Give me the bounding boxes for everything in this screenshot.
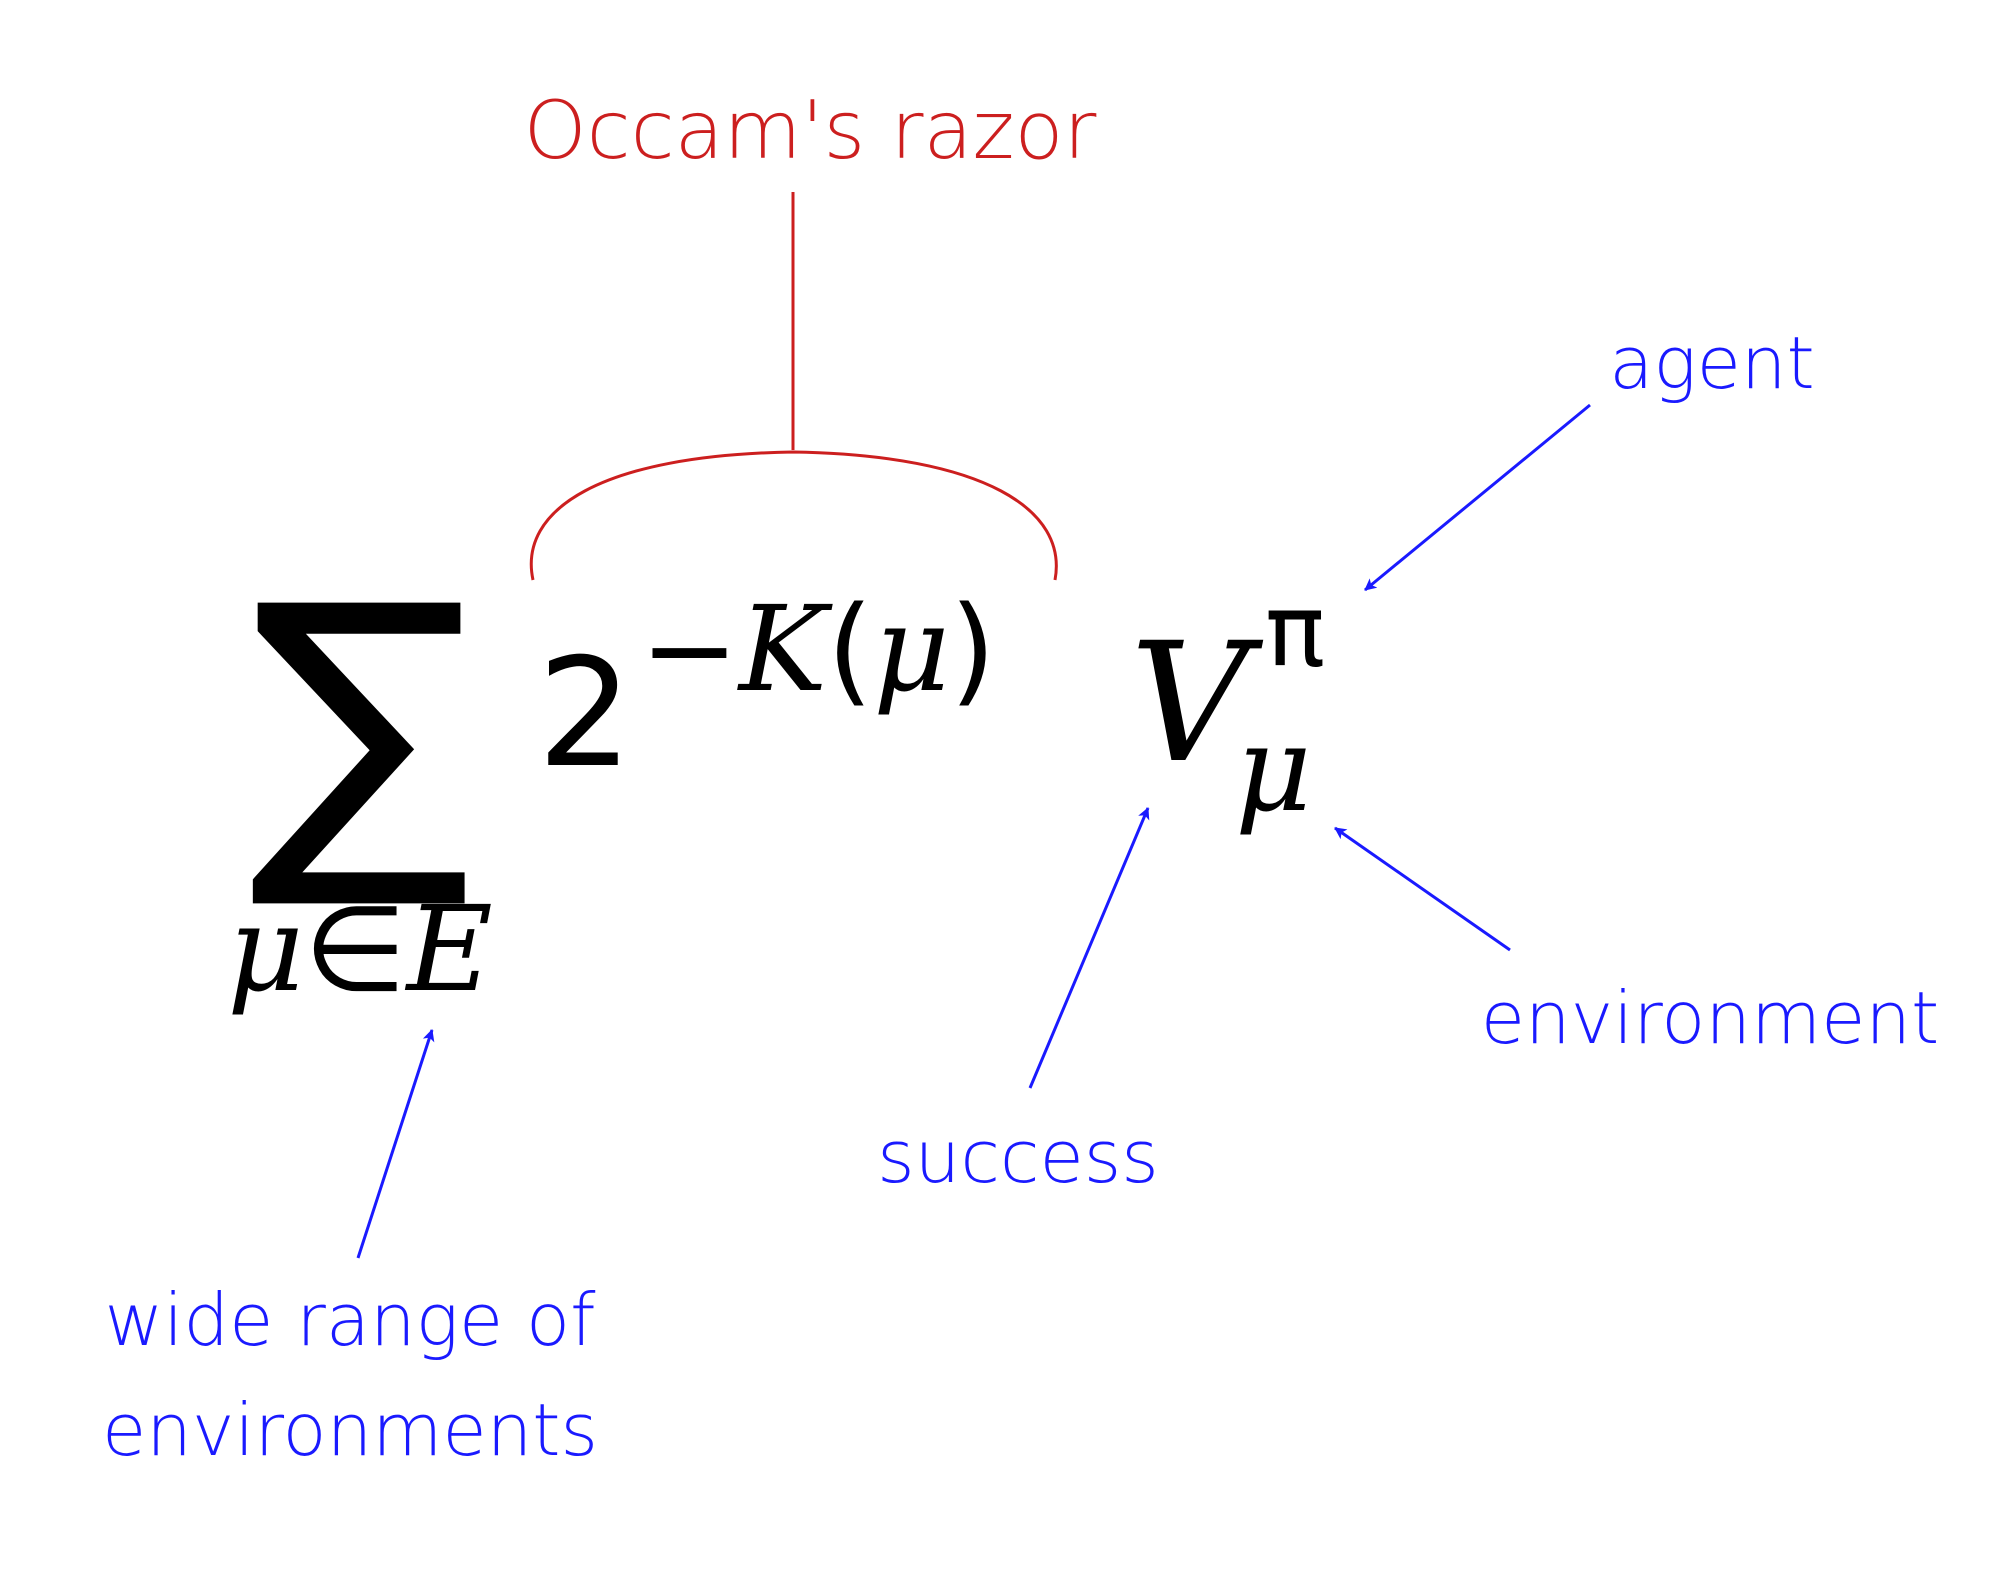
exponent-lparen: (	[827, 580, 873, 718]
summation-symbol: ∑	[249, 534, 471, 918]
exponent: −K(μ)	[640, 580, 996, 718]
value-v: V	[1130, 607, 1264, 799]
agent-arrow	[1364, 403, 1591, 592]
wide-range-label-line1: wide range of	[105, 1278, 597, 1362]
index-set-e: E	[405, 880, 493, 1018]
value-subscript-mu: μ	[1235, 700, 1312, 838]
environment-arrow	[1334, 826, 1511, 952]
exponent-k: K	[737, 580, 833, 718]
agent-label: agent	[1609, 321, 1815, 405]
exponent-rparen: )	[950, 580, 996, 718]
base-two: 2	[537, 627, 632, 801]
exponent-minus: −	[640, 580, 739, 718]
wide-range-label-line2: environments	[102, 1388, 598, 1472]
wide-range-arrow	[356, 1029, 435, 1259]
index-mu: μ	[227, 880, 304, 1018]
success-label: success	[877, 1115, 1159, 1199]
occams-razor-brace	[529, 450, 1058, 581]
value-superscript-pi: π	[1265, 572, 1325, 689]
occams-razor-label: Occam's razor	[524, 84, 1097, 177]
exponent-mu: μ	[873, 580, 950, 718]
environment-label: environment	[1481, 976, 1940, 1060]
summation-index: μ∈E	[227, 880, 493, 1018]
index-element-of: ∈	[304, 880, 407, 1018]
success-arrow	[1028, 807, 1150, 1089]
